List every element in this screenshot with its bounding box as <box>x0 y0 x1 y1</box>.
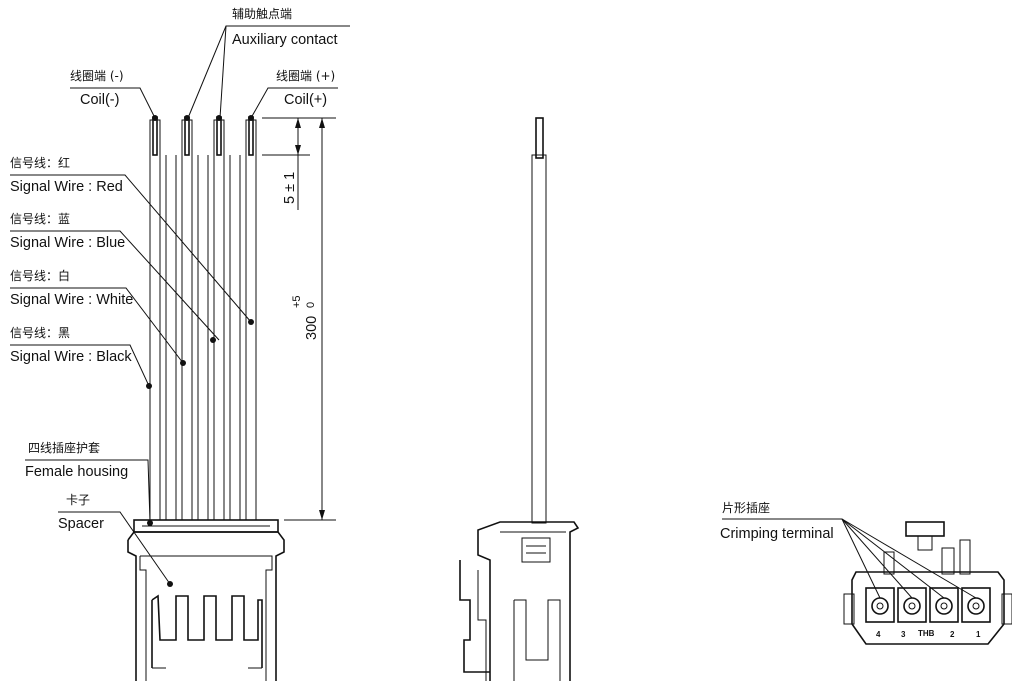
front-view <box>10 25 350 681</box>
spacer-label-en: Spacer <box>58 516 104 532</box>
coil-pos-label-cn: 线圈端 (+) <box>276 69 335 83</box>
housing-label-en: Female housing <box>25 464 128 480</box>
wire-coil-negative <box>149 116 161 521</box>
spacer-label-cn: 卡子 <box>66 493 90 507</box>
aux-label-en: Auxiliary contact <box>232 32 338 48</box>
coil-neg-label-en: Coil(-) <box>80 92 119 108</box>
coil-pos-label-en: Coil(+) <box>284 92 327 108</box>
terminal-cavity-3 <box>897 587 927 623</box>
length-tolerance-minus: 0 <box>305 302 317 308</box>
crimp-label-en: Crimping terminal <box>720 526 834 542</box>
spacer-plate <box>133 519 279 533</box>
terminal-mark-2: 2 <box>950 630 955 639</box>
terminal-cavity-4 <box>865 587 895 623</box>
strip-length-dimension: 5 ± 1 <box>282 172 298 204</box>
black-label-cn: 信号线：黑 <box>10 326 70 340</box>
blue-label-en: Signal Wire : Blue <box>10 235 125 251</box>
female-housing <box>127 531 285 681</box>
length-tolerance-plus: +5 <box>291 295 303 308</box>
wire-aux-1 <box>181 116 193 521</box>
wire-aux-2 <box>213 116 225 521</box>
red-label-cn: 信号线：红 <box>10 155 70 170</box>
housing-label-cn: 四线插座护套 <box>28 440 100 455</box>
terminal-mark-thb: THB <box>918 629 935 638</box>
white-label-en: Signal Wire : White <box>10 292 133 308</box>
blue-label-cn: 信号线：蓝 <box>10 212 70 226</box>
terminal-cavity-2 <box>929 587 959 623</box>
aux-label-cn: 辅助触点端 <box>232 7 292 21</box>
terminal-mark-4: 4 <box>876 630 881 639</box>
crimp-label-cn: 片形插座 <box>722 500 770 515</box>
side-view <box>459 117 580 681</box>
coil-neg-label-cn: 线圈端 (-) <box>70 69 124 83</box>
white-label-cn: 信号线：白 <box>10 268 70 283</box>
black-label-en: Signal Wire : Black <box>10 349 132 365</box>
end-view <box>722 518 1012 645</box>
red-label-en: Signal Wire : Red <box>10 179 123 195</box>
wire-length-dimension: 300 <box>304 316 320 340</box>
terminal-mark-1: 1 <box>976 630 981 639</box>
terminal-mark-3: 3 <box>901 630 906 639</box>
terminal-cavity-1 <box>961 587 991 623</box>
